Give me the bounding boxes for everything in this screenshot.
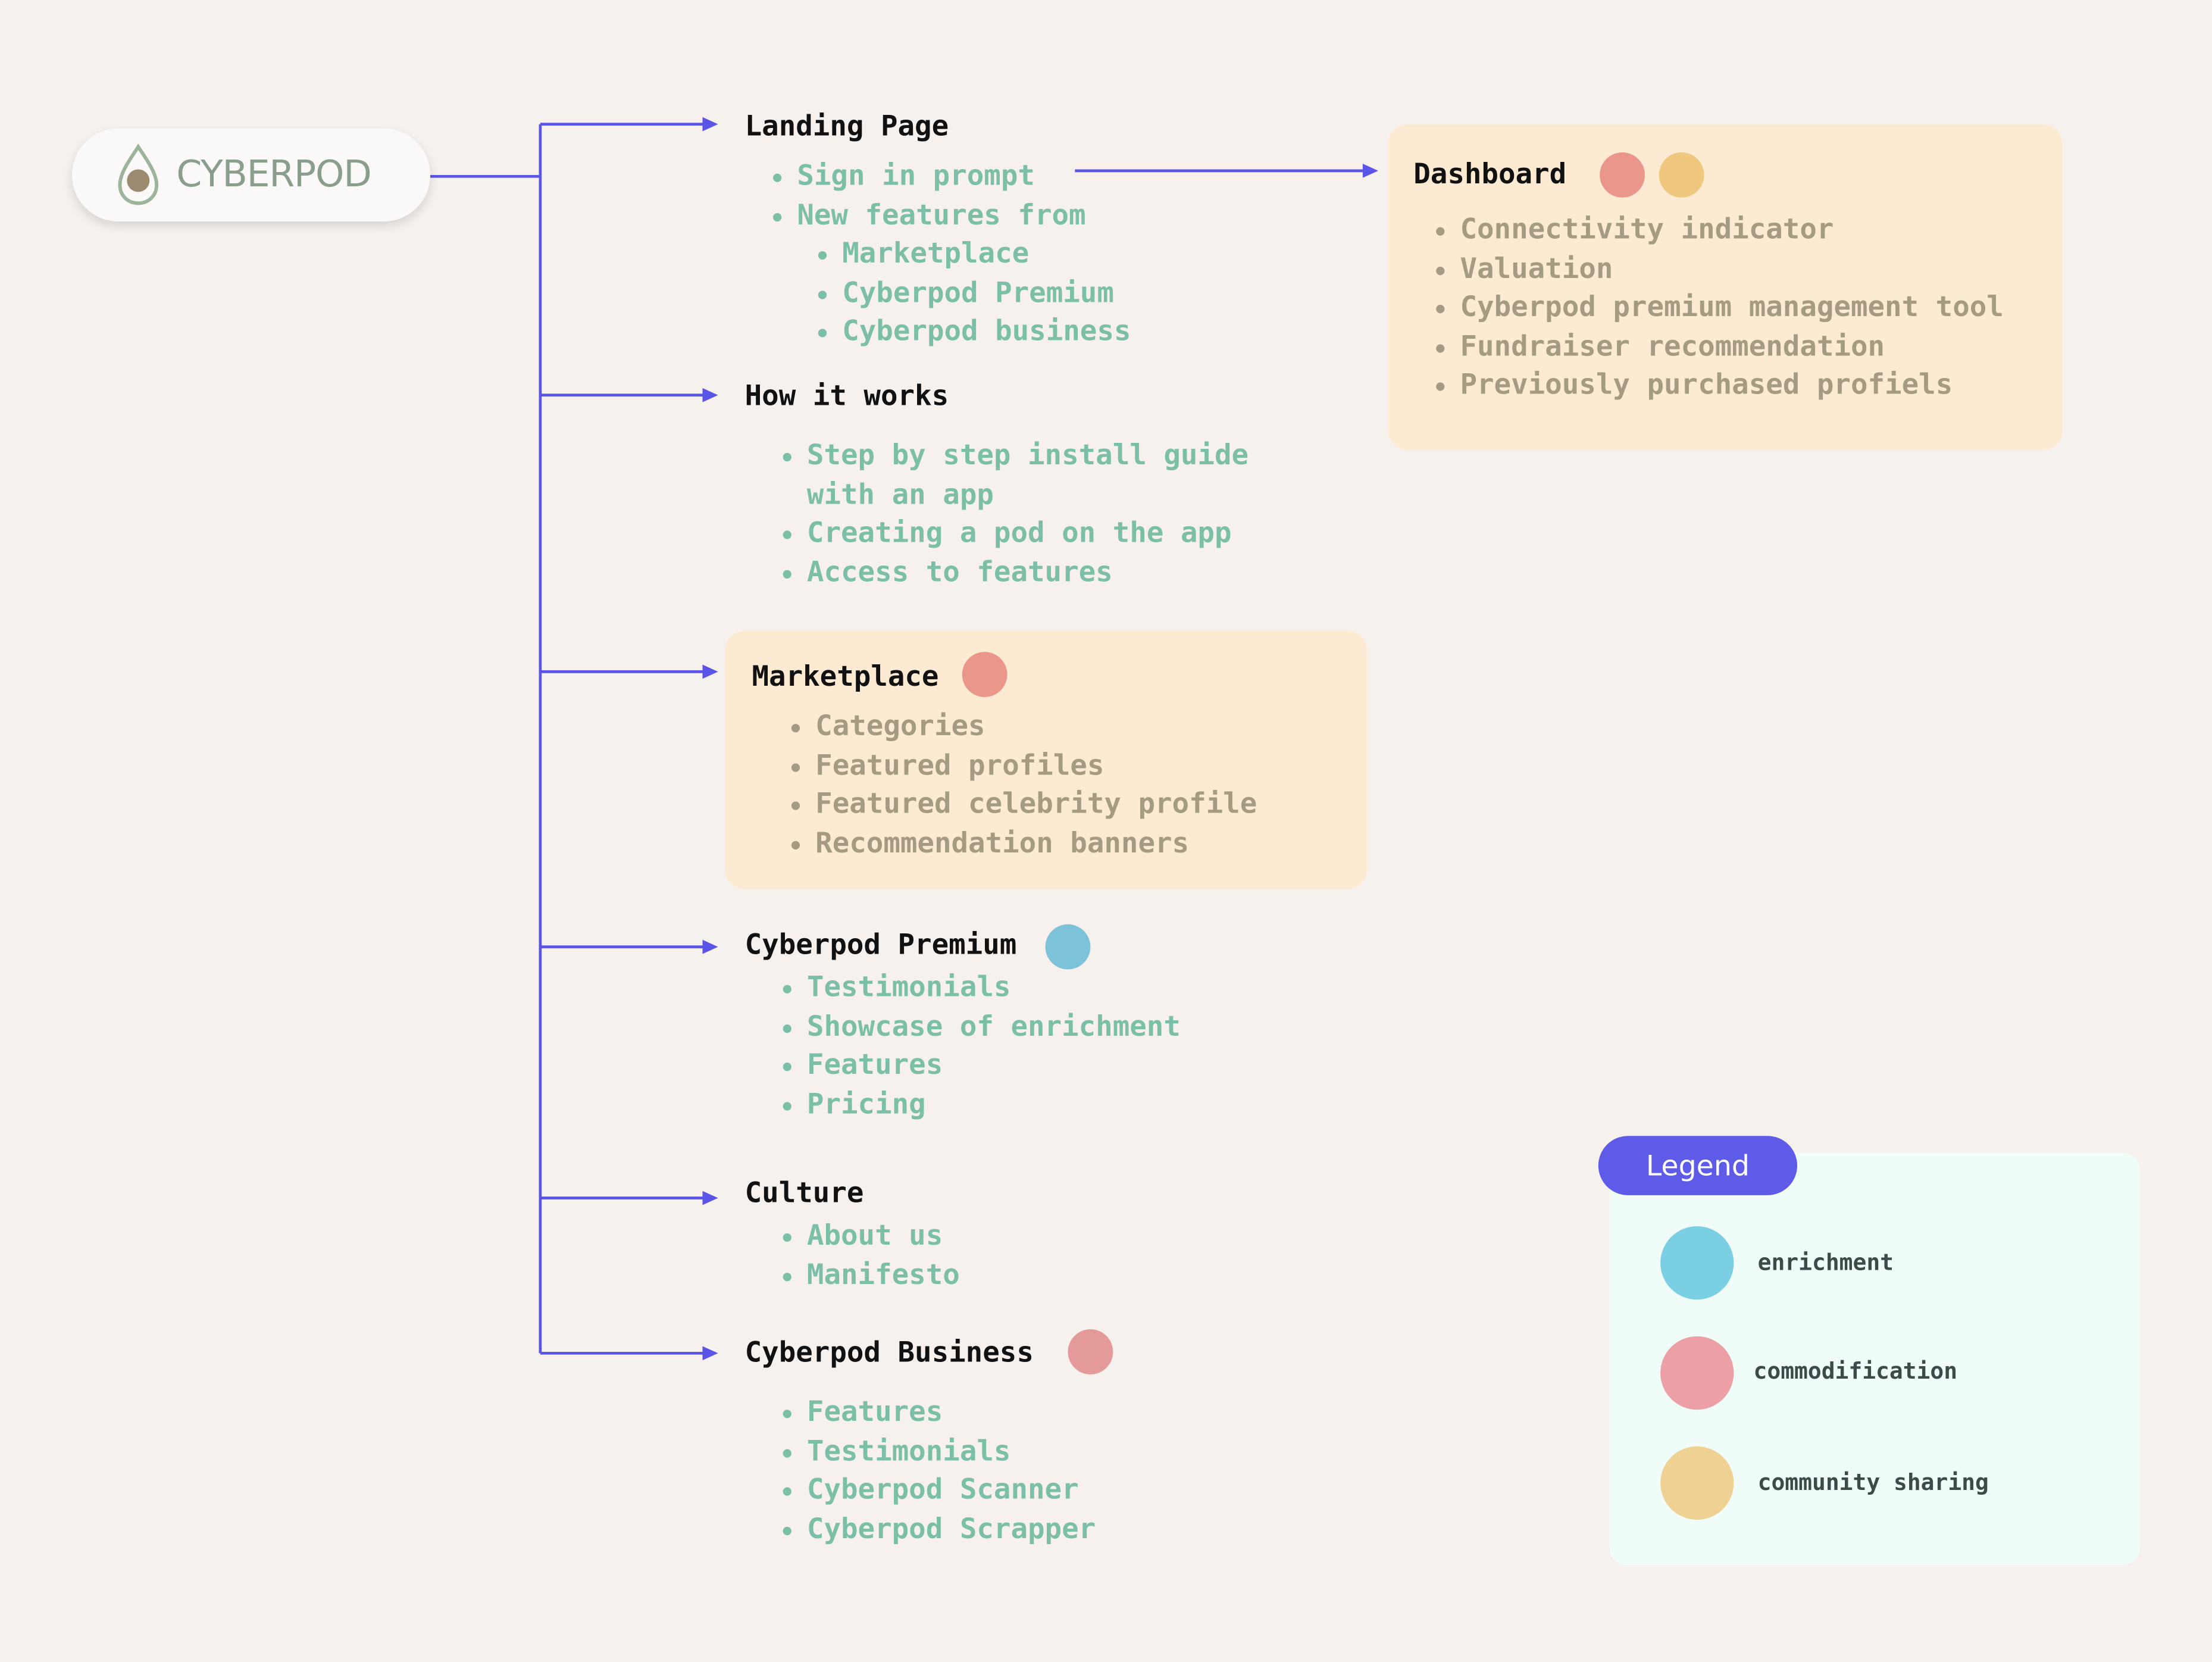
list-item: Cyberpod Scanner xyxy=(779,1470,1096,1509)
premium-title: Cyberpod Premium xyxy=(744,927,1017,961)
list-item: Valuation xyxy=(1432,249,2004,288)
list-item: Sign in prompt xyxy=(769,157,1086,195)
arrowhead-how-it-works xyxy=(702,388,718,402)
dashboard-list: Connectivity indicator Valuation Cyberpo… xyxy=(1432,210,2004,404)
marketplace-title: Marketplace xyxy=(752,659,939,693)
cyberpod-logo: CYBERPOD xyxy=(71,128,431,222)
list-item: New features from xyxy=(769,195,1086,234)
list-item: Manifesto xyxy=(779,1255,960,1294)
landing-page-sublist: Marketplace Cyberpod Premium Cyberpod bu… xyxy=(814,235,1131,351)
dashboard-panel xyxy=(1388,124,2063,451)
community-sharing-legend-dot xyxy=(1660,1446,1734,1520)
list-item: Access to features xyxy=(779,552,1287,591)
how-it-works-list: Step by step install guide with an app C… xyxy=(779,436,1287,591)
list-item: Cyberpod premium management tool xyxy=(1432,288,2004,327)
list-item: Testimonials xyxy=(779,968,1181,1007)
enrichment-legend-label: enrichment xyxy=(1757,1248,1894,1276)
list-item: Connectivity indicator xyxy=(1432,210,2004,249)
list-item: About us xyxy=(779,1216,960,1255)
arrowhead-culture xyxy=(702,1191,718,1205)
commodification-tag-dot xyxy=(1068,1329,1113,1374)
landing-page-title: Landing Page xyxy=(744,108,949,143)
list-item: Features xyxy=(779,1393,1096,1432)
list-item: Cyberpod Scrapper xyxy=(779,1509,1096,1548)
enrichment-legend-dot xyxy=(1660,1226,1734,1300)
dashboard-title: Dashboard xyxy=(1413,157,1567,191)
avocado-icon xyxy=(118,143,159,205)
arrowhead-business xyxy=(702,1346,718,1361)
list-item: Showcase of enrichment xyxy=(779,1007,1181,1045)
list-item: Step by step install guide with an app xyxy=(779,436,1287,513)
list-item: Features xyxy=(779,1046,1181,1085)
community-sharing-tag-dot xyxy=(1659,152,1704,198)
premium-list: Testimonials Showcase of enrichment Feat… xyxy=(779,968,1181,1123)
culture-list: About us Manifesto xyxy=(779,1216,960,1294)
list-item: Recommendation banners xyxy=(787,823,1257,862)
arrowhead-dashboard xyxy=(1362,163,1378,178)
arrowhead-premium xyxy=(702,939,718,954)
list-item: Featured profiles xyxy=(787,746,1257,785)
list-item: Cyberpod business xyxy=(814,312,1131,351)
commodification-tag-dot xyxy=(962,652,1008,698)
community-sharing-legend-label: community sharing xyxy=(1757,1469,1989,1496)
list-item: Creating a pod on the app xyxy=(779,514,1287,552)
business-title: Cyberpod Business xyxy=(744,1335,1034,1369)
business-list: Features Testimonials Cyberpod Scanner C… xyxy=(779,1393,1096,1548)
legend-title: Legend xyxy=(1598,1136,1798,1195)
list-item: Fundraiser recommendation xyxy=(1432,327,2004,365)
marketplace-panel xyxy=(725,630,1368,889)
list-item: Marketplace xyxy=(814,235,1131,273)
commodification-legend-label: commodification xyxy=(1753,1357,1958,1385)
landing-page-list: Sign in prompt New features from xyxy=(769,157,1086,234)
marketplace-list: Categories Featured profiles Featured ce… xyxy=(787,707,1257,863)
list-item: Previously purchased profiels xyxy=(1432,365,2004,404)
how-it-works-title: How it works xyxy=(744,378,949,413)
commodification-tag-dot xyxy=(1600,152,1645,198)
logo-wordmark: CYBERPOD xyxy=(176,154,372,196)
list-item: Testimonials xyxy=(779,1432,1096,1470)
list-item: Pricing xyxy=(779,1085,1181,1123)
enrichment-tag-dot xyxy=(1045,924,1091,970)
culture-title: Culture xyxy=(744,1175,864,1210)
list-item: Featured celebrity profile xyxy=(787,785,1257,823)
list-item: Cyberpod Premium xyxy=(814,273,1131,312)
arrowhead-marketplace xyxy=(702,664,718,679)
commodification-legend-dot xyxy=(1660,1336,1734,1410)
list-item: Categories xyxy=(787,707,1257,746)
arrowhead-landing xyxy=(702,117,718,132)
